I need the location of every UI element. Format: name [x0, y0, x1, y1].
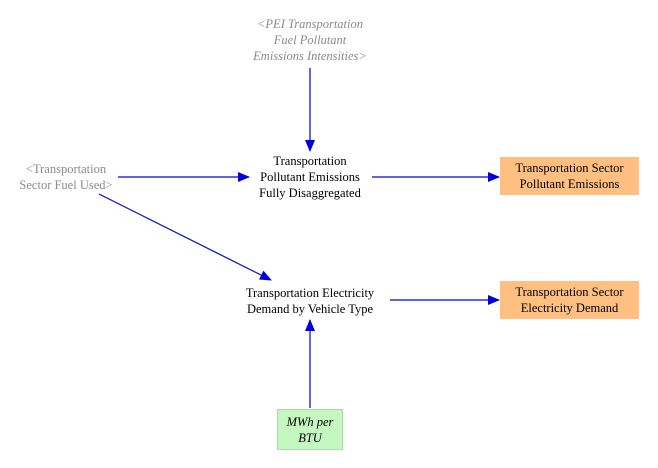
node-pei-intensities-line-3: Emissions Intensities> [253, 49, 367, 63]
node-electricity-by-vehicle-line-1: Transportation Electricity [245, 286, 375, 300]
node-fuel-used-line-1: <Transportation [25, 162, 107, 176]
node-pei-intensities-line-1: <PEI Transportation [256, 17, 364, 31]
node-sector-pollutant-emissions[interactable]: Transportation Sector Pollutant Emission… [500, 157, 639, 195]
node-fuel-used[interactable]: <Transportation Sector Fuel Used> [6, 160, 126, 194]
node-mwh-per-btu[interactable]: MWh per BTU [277, 409, 343, 450]
node-electricity-by-vehicle[interactable]: Transportation Electricity Demand by Veh… [225, 284, 395, 318]
node-pollutant-fully-disaggregated-line-2: Pollutant Emissions [260, 170, 360, 184]
node-fuel-used-line-2: Sector Fuel Used> [19, 178, 113, 192]
node-electricity-by-vehicle-line-2: Demand by Vehicle Type [246, 302, 374, 316]
node-pollutant-fully-disaggregated-line-3: Fully Disaggregated [259, 186, 361, 200]
node-sector-electricity-demand-line-1: Transportation Sector [515, 285, 624, 299]
node-mwh-per-btu-line-1: MWh per [286, 414, 334, 429]
arrow-fuel-to-electricity [98, 193, 272, 281]
node-pollutant-fully-disaggregated[interactable]: Transportation Pollutant Emissions Fully… [240, 152, 380, 202]
node-sector-electricity-demand[interactable]: Transportation Sector Electricity Demand [500, 281, 639, 319]
node-sector-electricity-demand-line-2: Electricity Demand [520, 301, 619, 315]
node-sector-pollutant-emissions-line-2: Pollutant Emissions [519, 177, 620, 191]
node-sector-pollutant-emissions-line-1: Transportation Sector [515, 161, 624, 175]
node-pei-intensities-line-2: Fuel Pollutant [273, 33, 347, 47]
node-mwh-per-btu-line-2: BTU [298, 430, 322, 445]
node-pollutant-fully-disaggregated-line-1: Transportation [273, 154, 347, 168]
node-pei-intensities[interactable]: <PEI Transportation Fuel Pollutant Emiss… [220, 15, 400, 65]
